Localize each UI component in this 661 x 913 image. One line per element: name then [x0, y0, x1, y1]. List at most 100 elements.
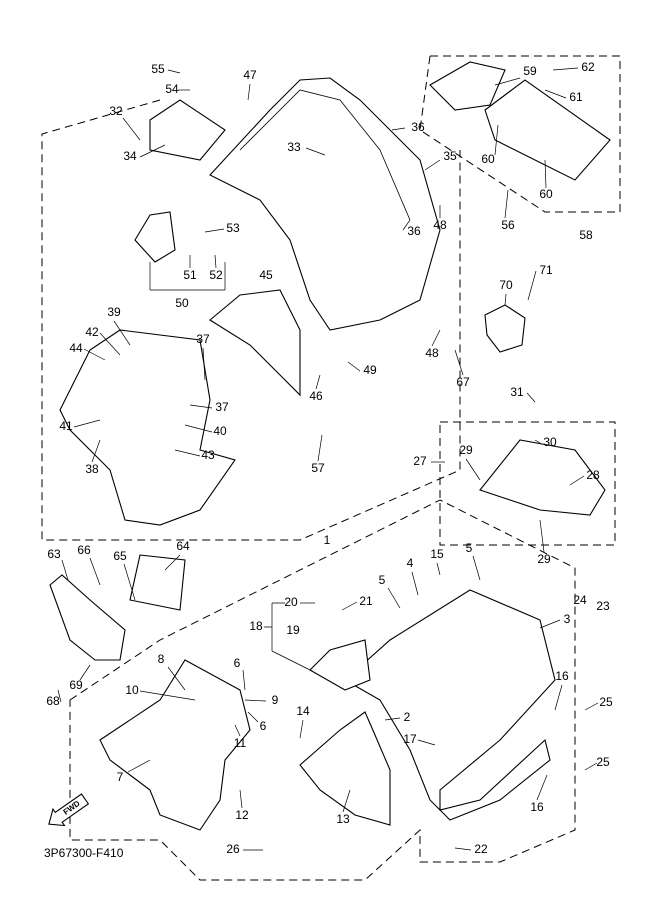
- bracket-70: [484, 304, 526, 353]
- group-58-boundary: [419, 55, 621, 213]
- side-cover-63: [49, 574, 126, 661]
- part-callout-59: 59: [523, 64, 537, 78]
- part-callout-35: 35: [443, 149, 457, 163]
- fwd-arrow-icon: FWD: [48, 793, 90, 827]
- part-callout-21: 21: [359, 594, 373, 608]
- part-callout-39: 39: [107, 305, 121, 319]
- side-panel-39: [59, 329, 236, 526]
- part-callout-42: 42: [85, 325, 99, 339]
- part-callout-33: 33: [287, 140, 301, 154]
- part-callout-27: 27: [413, 454, 427, 468]
- part-callout-53: 53: [226, 221, 240, 235]
- part-callout-58: 58: [579, 228, 593, 242]
- part-callout-31: 31: [510, 385, 524, 399]
- part-callout-25: 25: [596, 755, 610, 769]
- part-callout-44: 44: [69, 341, 83, 355]
- part-callout-34: 34: [123, 149, 137, 163]
- part-callout-12: 12: [235, 808, 249, 822]
- diagram-code: 3P67300-F410: [44, 846, 124, 860]
- part-callout-41: 41: [59, 419, 73, 433]
- part-callout-16: 16: [555, 669, 569, 683]
- part-callout-32: 32: [109, 104, 123, 118]
- part-callout-30: 30: [543, 435, 557, 449]
- part-callout-28: 28: [586, 468, 600, 482]
- part-callout-15: 15: [430, 547, 444, 561]
- part-callout-9: 9: [272, 693, 279, 707]
- part-callout-54: 54: [165, 82, 179, 96]
- inner-panel-13: [299, 711, 391, 826]
- part-callout-29: 29: [459, 443, 473, 457]
- part-callout-48: 48: [433, 218, 447, 232]
- windshield-59: [429, 61, 506, 111]
- part-callout-20: 20: [284, 595, 298, 609]
- part-callout-55: 55: [151, 62, 165, 76]
- inner-panel-45: [209, 289, 301, 397]
- part-callout-19: 19: [286, 623, 300, 637]
- part-callout-64: 64: [176, 539, 190, 553]
- part-callout-37: 37: [215, 400, 229, 414]
- part-callout-1: 1: [324, 533, 331, 547]
- part-callout-7: 7: [117, 770, 124, 784]
- part-callout-25: 25: [599, 695, 613, 709]
- group-1-boundary: [69, 499, 576, 881]
- part-callout-14: 14: [296, 704, 310, 718]
- part-callout-68: 68: [46, 694, 60, 708]
- part-callout-8: 8: [158, 652, 165, 666]
- panel-7: [99, 659, 251, 831]
- part-callout-10: 10: [125, 683, 139, 697]
- part-callout-51: 51: [183, 268, 197, 282]
- part-callout-24: 24: [573, 593, 587, 607]
- part-callout-38: 38: [85, 462, 99, 476]
- part-callout-61: 61: [569, 90, 583, 104]
- part-callout-13: 13: [336, 812, 350, 826]
- part-callout-60: 60: [539, 187, 553, 201]
- decal-64: [129, 554, 186, 611]
- part-callout-5: 5: [466, 541, 473, 555]
- part-callout-26: 26: [226, 842, 240, 856]
- upper-cowling: [209, 77, 441, 331]
- decal-34: [149, 99, 226, 161]
- part-callout-43: 43: [201, 448, 215, 462]
- part-callout-6: 6: [234, 656, 241, 670]
- part-callout-60: 60: [481, 152, 495, 166]
- panel-58: [484, 79, 611, 181]
- part-callout-52: 52: [209, 268, 223, 282]
- part-callout-3: 3: [564, 612, 571, 626]
- part-callout-36: 36: [407, 224, 421, 238]
- part-callout-40: 40: [213, 424, 227, 438]
- part-callout-22: 22: [474, 842, 488, 856]
- part-callout-2: 2: [404, 710, 411, 724]
- light-assy: [134, 211, 176, 263]
- part-callout-16: 16: [530, 800, 544, 814]
- group-27-boundary: [439, 421, 616, 546]
- part-callout-57: 57: [311, 461, 325, 475]
- part-callout-46: 46: [309, 389, 323, 403]
- part-callout-18: 18: [249, 619, 263, 633]
- part-callout-71: 71: [539, 263, 553, 277]
- panel-28: [479, 439, 606, 516]
- part-callout-48: 48: [425, 346, 439, 360]
- part-callout-62: 62: [581, 60, 595, 74]
- part-callout-37: 37: [196, 332, 210, 346]
- part-callout-45: 45: [259, 268, 273, 282]
- group-32-boundary: [41, 99, 461, 541]
- part-callout-47: 47: [243, 68, 257, 82]
- part-callout-17: 17: [403, 732, 417, 746]
- part-callout-66: 66: [77, 543, 91, 557]
- part-callout-49: 49: [363, 363, 377, 377]
- part-callout-63: 63: [47, 547, 61, 561]
- part-callout-67: 67: [456, 375, 470, 389]
- part-callout-36: 36: [411, 120, 425, 134]
- part-callout-4: 4: [407, 556, 414, 570]
- light-18: [309, 639, 371, 691]
- part-callout-65: 65: [113, 549, 127, 563]
- lower-cowling-2: [344, 589, 556, 821]
- part-callout-6: 6: [260, 719, 267, 733]
- part-callout-11: 11: [234, 736, 247, 750]
- part-callout-50: 50: [175, 296, 189, 310]
- part-callout-70: 70: [499, 278, 513, 292]
- part-callout-56: 56: [501, 218, 515, 232]
- part-callout-69: 69: [69, 678, 83, 692]
